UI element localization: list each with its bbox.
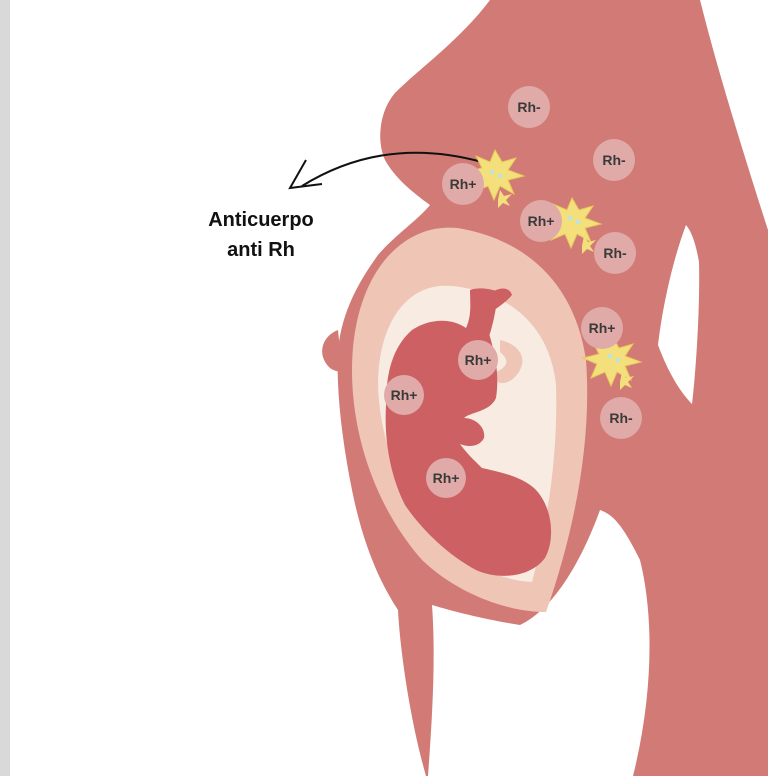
svg-text:Rh+: Rh+ — [433, 470, 460, 486]
svg-text:Rh-: Rh- — [517, 99, 541, 115]
svg-text:Rh-: Rh- — [609, 410, 633, 426]
svg-text:Rh+: Rh+ — [450, 176, 477, 192]
cell-mother-rh-negative: Rh- — [593, 139, 635, 181]
cell-fetus-rh-positive: Rh+ — [426, 458, 466, 498]
antibody-label-line2: anti Rh — [227, 239, 295, 261]
svg-text:Rh+: Rh+ — [391, 387, 418, 403]
cell-mother-rh-negative: Rh- — [594, 232, 636, 274]
cell-mother-rh-positive: Rh+ — [520, 200, 562, 242]
cell-mother-rh-positive: Rh+ — [442, 163, 484, 205]
cell-fetus-rh-positive: Rh+ — [458, 340, 498, 380]
left-frame-strip — [0, 0, 10, 776]
belly-contour-bump — [322, 330, 342, 371]
cell-mother-rh-negative: Rh- — [508, 86, 550, 128]
antibody-label-line1: Anticuerpo — [208, 209, 314, 231]
svg-text:Rh-: Rh- — [602, 152, 626, 168]
svg-text:Rh+: Rh+ — [528, 213, 555, 229]
cell-mother-rh-negative: Rh- — [600, 397, 642, 439]
cell-mother-rh-positive: Rh+ — [581, 307, 623, 349]
cell-fetus-rh-positive: Rh+ — [384, 375, 424, 415]
svg-text:Rh-: Rh- — [603, 245, 627, 261]
svg-text:Rh+: Rh+ — [589, 320, 616, 336]
svg-text:Rh+: Rh+ — [465, 352, 492, 368]
